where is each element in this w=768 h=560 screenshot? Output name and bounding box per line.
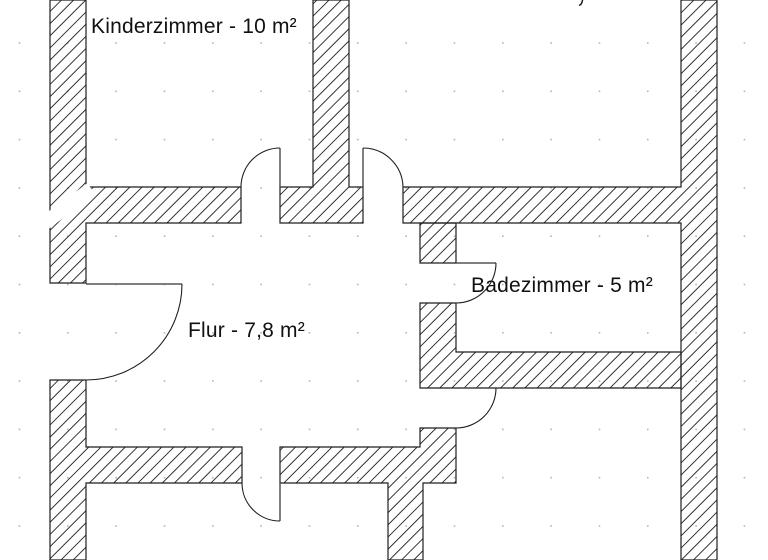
hall-bottom-wall-right-and-lower-partition — [279, 427, 457, 560]
left-wall-and-top-wall-left — [49, 0, 242, 284]
door-badezimmer — [455, 262, 497, 304]
left-wall-lower-and-hall-bottom-wall-left — [49, 379, 243, 560]
right-wall-and-top-wall-right — [402, 0, 718, 560]
door-kinderzimmer — [240, 147, 281, 188]
kinderzimmer-right-wall — [279, 0, 364, 224]
truncated-label-fragment — [578, 0, 584, 6]
door-lower-right-room — [455, 387, 497, 429]
wall-break-marker — [40, 183, 96, 229]
bath-left-wall-upper — [419, 222, 457, 264]
door-entrance — [85, 283, 183, 381]
bath-left-wall-lower-and-bath-bottom-wall — [419, 302, 682, 389]
door-symbols — [85, 147, 497, 522]
walls — [49, 0, 718, 560]
room-label-badezimmer: Badezimmer - 5 m² — [471, 274, 653, 297]
door-bottom-room — [241, 482, 281, 522]
room-label-flur: Flur - 7,8 m² — [188, 319, 305, 342]
room-label-kinderzimmer: Kinderzimmer - 10 m² — [91, 15, 297, 38]
door-top-right-room — [362, 147, 404, 188]
